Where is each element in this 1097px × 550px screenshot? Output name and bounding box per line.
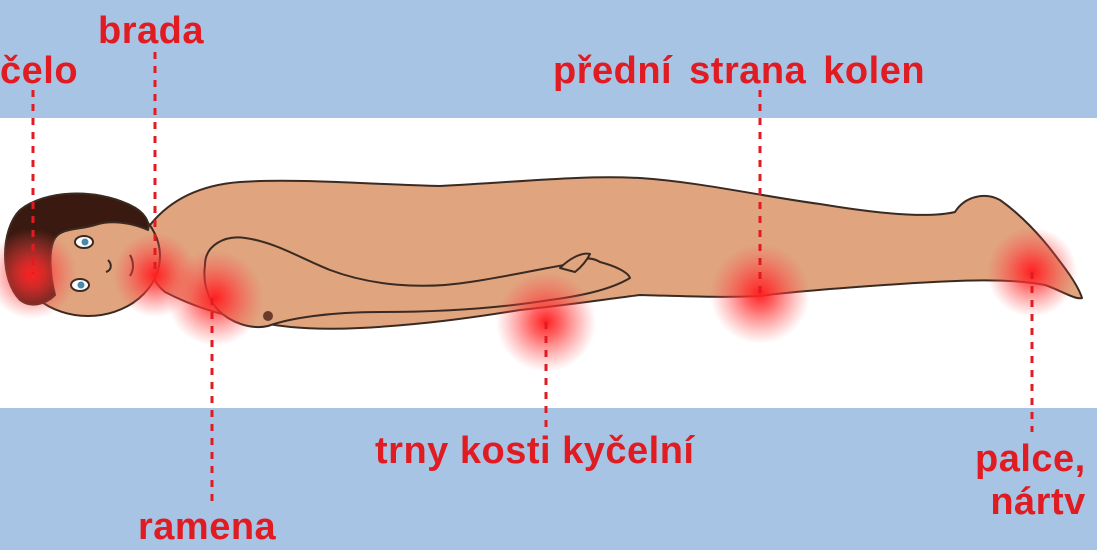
elbow-mark <box>263 311 273 321</box>
pressure-point-marker <box>167 250 263 346</box>
label-brada: brada <box>98 12 204 50</box>
label-palce-line2: nártv <box>975 481 1086 524</box>
label-ramena: ramena <box>138 508 276 546</box>
label-trny-kosti-kycelni: trny kosti kyčelní <box>375 432 694 470</box>
label-palce-line1: palce, <box>975 438 1086 481</box>
label-palce-nartv: palce, nártv <box>975 438 1086 523</box>
label-celo: čelo <box>0 52 78 90</box>
label-predni-strana-kolen: přední strana kolen <box>553 52 925 90</box>
